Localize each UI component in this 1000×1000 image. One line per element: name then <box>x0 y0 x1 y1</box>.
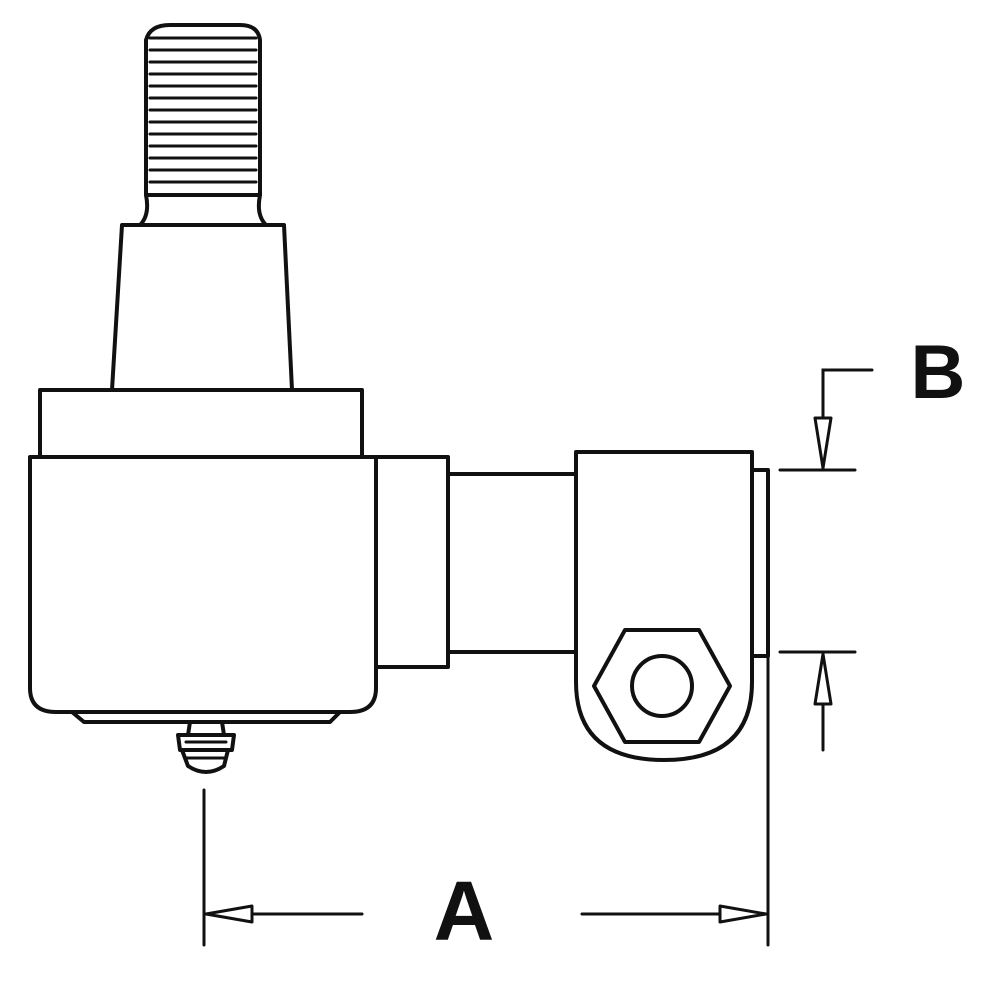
dimension-b-label: B <box>911 330 966 415</box>
tapered-neck <box>110 223 294 392</box>
clamp-end-plate <box>750 468 770 658</box>
housing-cap <box>38 388 364 459</box>
housing-bottom-plate <box>70 710 342 724</box>
grease-fitting <box>176 720 236 774</box>
shaft-tube <box>446 472 582 654</box>
dimension-b: B <box>778 330 966 752</box>
bolt-head <box>630 654 694 718</box>
clamp-bolt <box>592 628 732 744</box>
stud-threads <box>148 36 258 184</box>
dimension-a-label: A <box>434 864 495 958</box>
dimension-a: A <box>202 654 770 958</box>
shaft-collar <box>374 455 450 669</box>
housing-body <box>28 455 378 714</box>
threaded-stud <box>138 23 268 227</box>
